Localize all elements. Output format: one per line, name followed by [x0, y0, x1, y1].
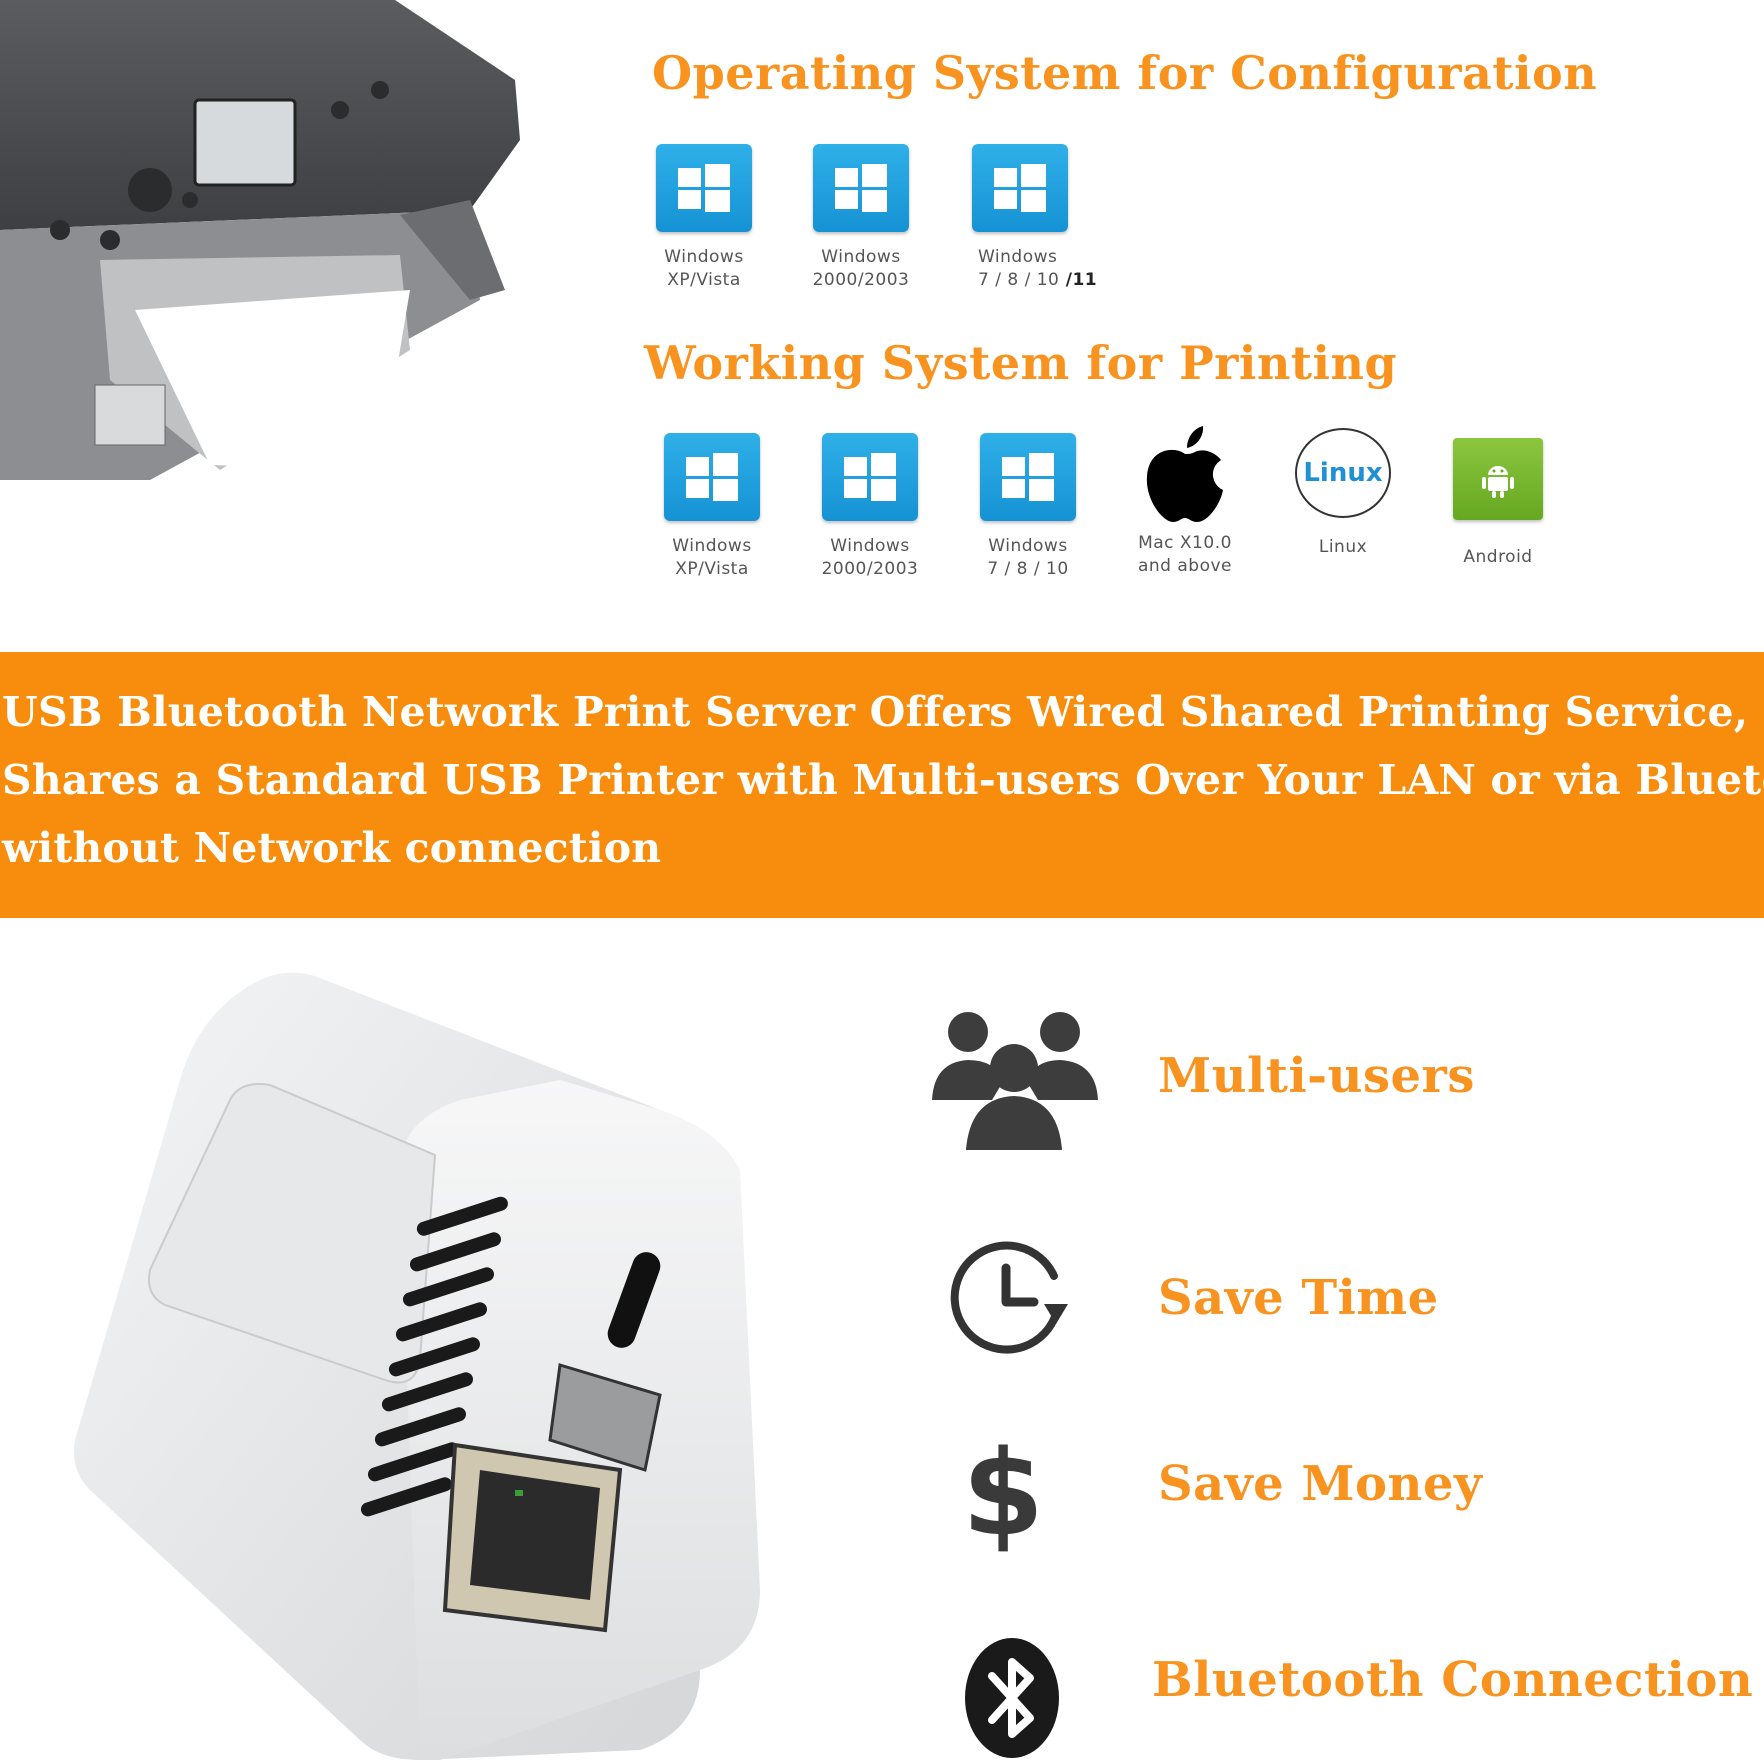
banner-line-1: USB Bluetooth Network Print Server Offer…	[2, 688, 1749, 736]
print-os-mac: Mac X10.0 and above	[1105, 424, 1265, 578]
printing-title: Working System for Printing	[644, 336, 1398, 390]
config-title: Operating System for Configuration	[652, 46, 1598, 100]
os-label-line2: 7 / 8 / 10	[978, 270, 1060, 290]
os-label-line1: Windows	[672, 536, 752, 556]
feature-multi-users: Multi-users	[1158, 1048, 1475, 1104]
apple-icon	[1146, 426, 1223, 522]
os-label-line1: Windows	[988, 536, 1068, 556]
print-server-device-image	[74, 972, 760, 1760]
os-label-line1: Mac X10.0	[1138, 533, 1232, 553]
os-label-line2: XP/Vista	[675, 559, 749, 579]
os-label-line1: Android	[1463, 547, 1533, 567]
windows-icon	[972, 144, 1068, 232]
android-icon	[1453, 438, 1543, 520]
os-label-line2: and above	[1137, 556, 1232, 576]
os-label-line1: Windows	[664, 247, 744, 267]
os-label-line2: 7 / 8 / 10	[987, 559, 1069, 579]
os-label-line1: Windows	[830, 536, 910, 556]
feature-save-time: Save Time	[1158, 1270, 1439, 1326]
os-label-line2: 2000/2003	[812, 270, 910, 290]
bluetooth-icon	[965, 1638, 1059, 1758]
print-os-android: Android	[1418, 438, 1578, 569]
print-os-linux: Linux Linux	[1263, 428, 1423, 559]
linux-icon: Linux	[1295, 428, 1391, 518]
config-os-windows-7: Windows 7 / 8 / 10 /11	[940, 144, 1100, 292]
windows-icon	[656, 144, 752, 232]
os-label-line1: Windows	[821, 247, 901, 267]
linux-icon-text: Linux	[1303, 458, 1383, 488]
dollar-icon: $	[962, 1424, 1045, 1562]
os-label-line2: XP/Vista	[667, 270, 741, 290]
printer-image	[0, 0, 520, 480]
clock-icon	[950, 1241, 1068, 1354]
print-os-windows-7: Windows 7 / 8 / 10	[948, 433, 1108, 581]
windows-icon	[980, 433, 1076, 521]
description-banner: USB Bluetooth Network Print Server Offer…	[0, 652, 1764, 918]
banner-line-3: without Network connection	[2, 824, 662, 872]
os-label-line1: Linux	[1318, 537, 1368, 557]
os-label-extra: /11	[1059, 270, 1098, 290]
feature-save-money: Save Money	[1158, 1456, 1483, 1512]
windows-icon	[822, 433, 918, 521]
banner-line-2: Shares a Standard USB Printer with Multi…	[2, 756, 1764, 804]
config-os-windows-2000: Windows 2000/2003	[781, 144, 941, 292]
print-os-windows-2000: Windows 2000/2003	[790, 433, 950, 581]
feature-bluetooth: Bluetooth Connection	[1152, 1652, 1754, 1708]
os-label-line1: Windows	[978, 247, 1058, 267]
os-label-line2: 2000/2003	[821, 559, 919, 579]
users-icon	[932, 1012, 1098, 1150]
windows-icon	[813, 144, 909, 232]
windows-icon	[664, 433, 760, 521]
